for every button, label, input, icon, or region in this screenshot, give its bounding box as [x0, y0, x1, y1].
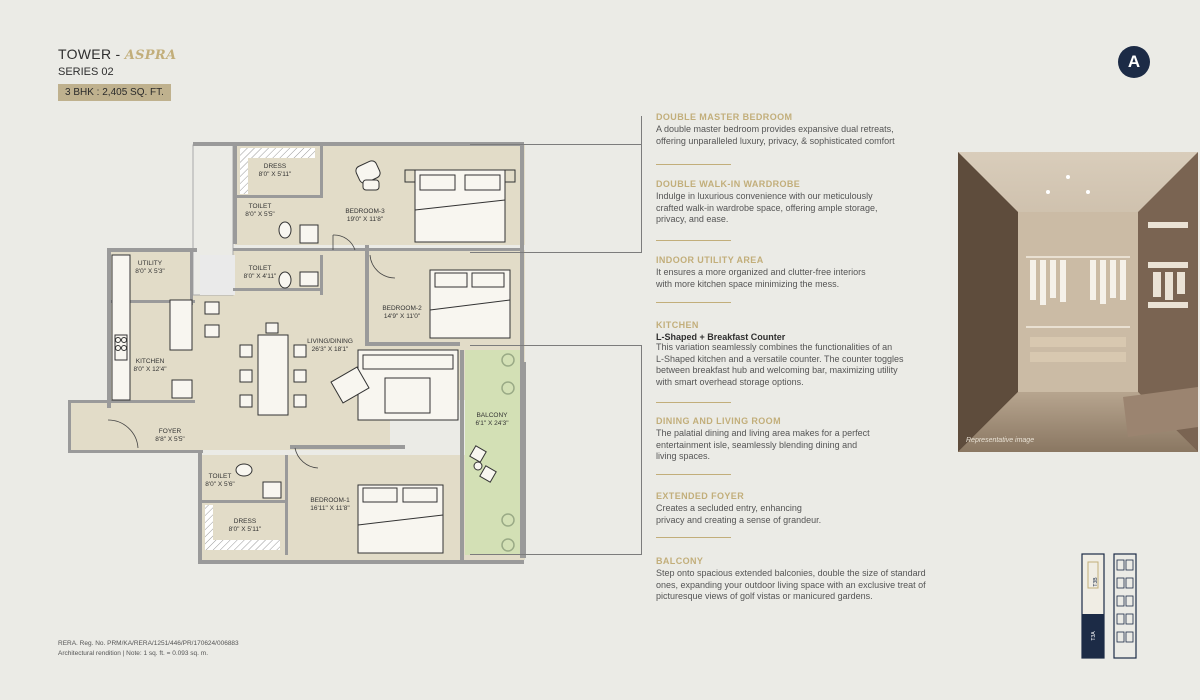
bed-1-icon: [357, 484, 444, 554]
tower-name: ASPRA: [124, 48, 177, 63]
footnote: Architectural rendition | Note: 1 sq. ft…: [58, 650, 208, 657]
room-dimension-balcony: 6'1" X 24'3": [475, 420, 509, 427]
series-label: SERIES 02: [58, 66, 114, 78]
photo-caption: Representative image: [966, 437, 1035, 444]
feature-walk-in-wardrobe: DOUBLE WALK-IN WARDROBE Indulge in luxur…: [656, 179, 878, 224]
planter-icons: [501, 353, 515, 552]
tower-a-badge-icon: A: [1118, 46, 1150, 78]
tower-prefix: TOWER -: [58, 46, 125, 62]
room-label-bedroom1: BEDROOM-1: [310, 497, 350, 504]
room-label-bedroom3: BEDROOM-3: [345, 208, 385, 215]
leader-line: [470, 252, 642, 253]
room-dimension-utility: 8'0" X 5'3": [135, 268, 165, 275]
wardrobe-bottom: [205, 540, 280, 550]
feature-double-master-bedroom: DOUBLE MASTER BEDROOM A double master be…: [656, 112, 895, 146]
room-label-toilet-bot: TOILET: [209, 473, 232, 480]
bed-2-icon: [429, 269, 511, 339]
door-swings: [107, 234, 396, 469]
room-dimension-toilet-mid: 8'0" X 4'11": [244, 273, 277, 280]
sofa-icon: [330, 349, 459, 421]
room-dimension-bedroom1: 16'11" X 11'8": [310, 505, 350, 512]
room-dimension-toilet-bot: 8'0" X 5'6": [205, 481, 235, 488]
room-label-balcony: BALCONY: [476, 412, 508, 419]
balcony-chairs-icon: [469, 445, 497, 483]
rera-number: RERA. Reg. No. PRM/KA/RERA/1251/446/PR/1…: [58, 640, 239, 647]
room-label-utility: UTILITY: [138, 260, 163, 267]
room-label-kitchen: KITCHEN: [136, 358, 165, 365]
leader-line: [470, 554, 642, 555]
room-label-dress-top: DRESS: [264, 163, 287, 170]
armchair-icon: [355, 160, 381, 191]
leader-line: [470, 345, 642, 346]
keyplan-label-top: T3B: [1093, 577, 1099, 587]
dining-table-icon: [239, 322, 307, 416]
kitchen-counter-icon: [111, 254, 220, 401]
feature-dining-living: DINING AND LIVING ROOM The palatial dini…: [656, 416, 870, 461]
config-badge: 3 BHK : 2,405 SQ. FT.: [58, 84, 171, 101]
room-dimension-toilet-top: 8'0" X 5'5": [245, 211, 275, 218]
room-label-foyer: FOYER: [159, 428, 182, 435]
leader-line: [470, 144, 642, 145]
feature-separator: [656, 474, 731, 475]
room-label-toilet-top: TOILET: [249, 203, 272, 210]
tower-title: TOWER - ASPRA: [58, 46, 176, 63]
key-plan: T3B T3A: [1081, 553, 1137, 659]
feature-balcony: BALCONY Step onto spacious extended balc…: [656, 556, 926, 601]
room-dimension-dress-bot: 8'0" X 5'11": [229, 526, 262, 533]
feature-separator: [656, 402, 731, 403]
room-label-bedroom2: BEDROOM-2: [382, 305, 422, 312]
room-dimension-foyer: 8'8" X 5'5": [155, 436, 185, 443]
feature-separator: [656, 537, 731, 538]
room-dimension-dress-top: 8'0" X 5'11": [259, 171, 292, 178]
room-dimension-living: 26'3" X 18'1": [312, 346, 349, 353]
wardrobe-top: [240, 148, 315, 158]
bed-3-icon: [404, 169, 516, 243]
feature-kitchen: KITCHEN L-Shaped + Breakfast Counter Thi…: [656, 320, 904, 387]
feature-separator: [656, 164, 731, 165]
room-dimension-bedroom3: 19'0" X 11'8": [347, 216, 384, 223]
wardrobe-photo: [958, 152, 1198, 452]
leader-line: [641, 345, 642, 555]
leader-line: [641, 116, 642, 252]
room-label-toilet-mid: TOILET: [249, 265, 272, 272]
room-dimension-kitchen: 8'0" X 12'4": [133, 366, 167, 373]
feature-extended-foyer: EXTENDED FOYER Creates a secluded entry,…: [656, 491, 822, 525]
feature-indoor-utility: INDOOR UTILITY AREA It ensures a more or…: [656, 255, 866, 289]
toilet-fixtures: [235, 221, 319, 499]
feature-separator: [656, 240, 731, 241]
room-label-living: LIVING/DINING: [307, 338, 353, 345]
room-label-dress-bot: DRESS: [234, 518, 257, 525]
room-dimension-bedroom2: 14'9" X 11'0": [384, 313, 421, 320]
keyplan-label-bottom: T3A: [1091, 631, 1097, 641]
feature-separator: [656, 302, 731, 303]
